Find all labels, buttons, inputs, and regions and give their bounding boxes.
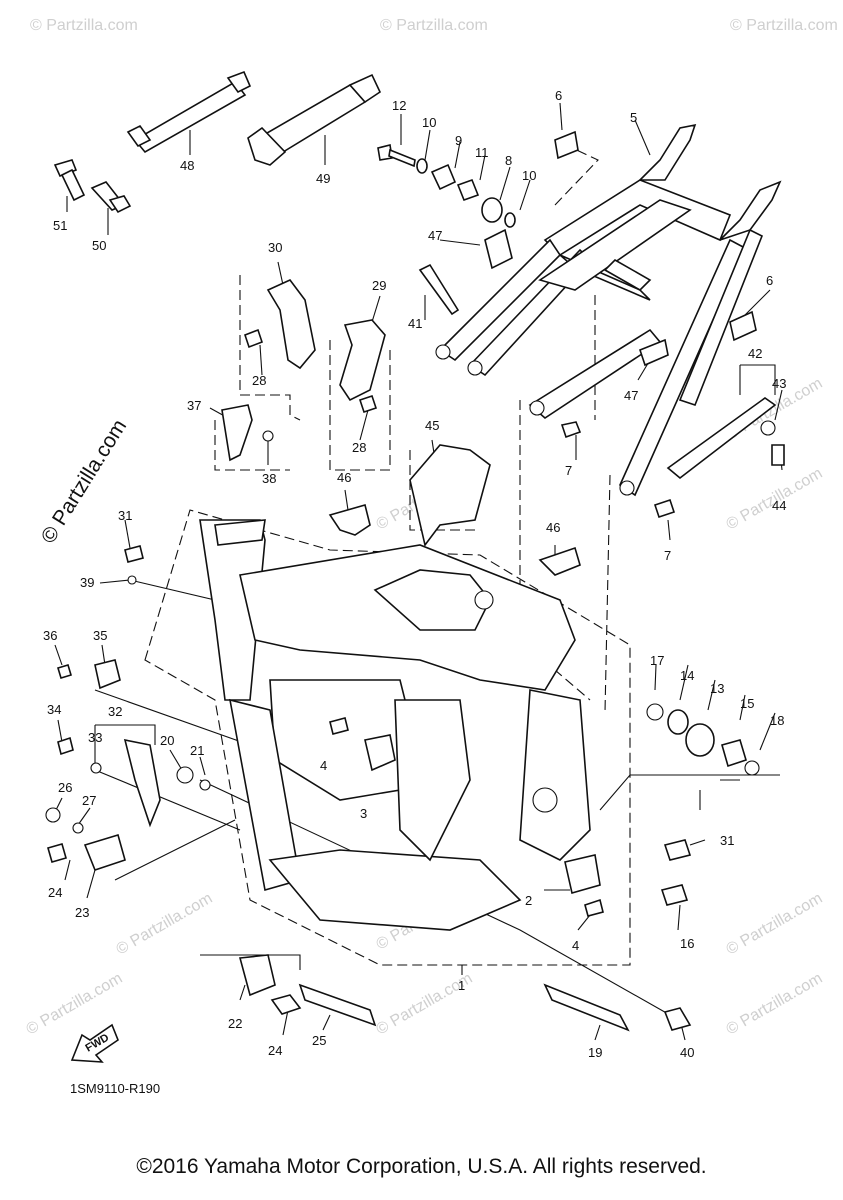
callout-21: 21 bbox=[190, 743, 204, 758]
cable-tie-41 bbox=[418, 263, 460, 316]
callout-19: 19 bbox=[588, 1045, 602, 1060]
callout-28: 28 bbox=[252, 373, 266, 388]
callout-10: 10 bbox=[522, 168, 536, 183]
callout-28: 28 bbox=[352, 440, 366, 455]
callout-12: 12 bbox=[392, 98, 406, 113]
rear-mount-hardware bbox=[377, 144, 516, 228]
callout-13: 13 bbox=[710, 681, 724, 696]
copyright-footer: ©2016 Yamaha Motor Corporation, U.S.A. A… bbox=[136, 1155, 707, 1178]
watermark-tile: © Partzilla.com bbox=[724, 890, 826, 959]
callout-51: 51 bbox=[53, 218, 67, 233]
lower-hardware bbox=[238, 954, 692, 1032]
bracket-30 bbox=[266, 279, 316, 370]
callout-46: 46 bbox=[337, 470, 351, 485]
callout-38: 38 bbox=[262, 471, 276, 486]
callout-24: 24 bbox=[268, 1043, 282, 1058]
callout-5: 5 bbox=[630, 110, 637, 125]
engine-mount-parts bbox=[646, 703, 760, 906]
watermark-tile: © Partzilla.com bbox=[730, 17, 838, 34]
bolt-7 bbox=[560, 421, 676, 519]
callout-14: 14 bbox=[680, 668, 694, 683]
callout-4: 4 bbox=[572, 938, 579, 953]
callout-6: 6 bbox=[555, 88, 562, 103]
callout-32: 32 bbox=[108, 704, 122, 719]
tool-48-wrench bbox=[126, 70, 252, 154]
callout-34: 34 bbox=[47, 702, 61, 717]
watermark-tile: © Partzilla.com bbox=[380, 17, 488, 34]
clamp-47 bbox=[484, 228, 669, 367]
callout-46: 46 bbox=[546, 520, 560, 535]
callout-31: 31 bbox=[118, 508, 132, 523]
callout-31: 31 bbox=[720, 833, 734, 848]
callout-8: 8 bbox=[505, 153, 512, 168]
callout-9: 9 bbox=[455, 133, 462, 148]
callout-15: 15 bbox=[740, 696, 754, 711]
callout-50: 50 bbox=[92, 238, 106, 253]
callout-18: 18 bbox=[770, 713, 784, 728]
callout-23: 23 bbox=[75, 905, 89, 920]
callout-30: 30 bbox=[268, 240, 282, 255]
callout-4: 4 bbox=[320, 758, 327, 773]
callout-11: 11 bbox=[475, 145, 489, 160]
callout-labels: 1 2 3 4 4 5 6 6 7 7 8 9 10 10 11 12 13 1… bbox=[43, 88, 786, 1060]
cover-45 bbox=[409, 444, 491, 547]
callout-40: 40 bbox=[680, 1045, 694, 1060]
center-hardware bbox=[329, 717, 604, 917]
clip-37 bbox=[221, 404, 274, 462]
callout-49: 49 bbox=[316, 171, 330, 186]
callout-47: 47 bbox=[624, 388, 638, 403]
left-hardware bbox=[45, 545, 211, 871]
label-plates bbox=[554, 130, 757, 342]
callout-27: 27 bbox=[82, 793, 96, 808]
diagram-code: 1SM9110-R190 bbox=[70, 1081, 160, 1096]
callout-20: 20 bbox=[160, 733, 174, 748]
callout-6: 6 bbox=[766, 273, 773, 288]
callout-47: 47 bbox=[428, 228, 442, 243]
brand-watermark: © Partzilla.com bbox=[37, 415, 131, 547]
side-bracket-42 bbox=[666, 397, 785, 480]
callout-26: 26 bbox=[58, 780, 72, 795]
callout-48: 48 bbox=[180, 158, 194, 173]
callout-1: 1 bbox=[458, 978, 465, 993]
callout-33: 33 bbox=[88, 730, 102, 745]
bolt-50 bbox=[90, 181, 132, 214]
bolt-28 bbox=[243, 328, 378, 414]
watermark-tile: © Partzilla.com bbox=[724, 970, 826, 1039]
callout-3: 3 bbox=[360, 806, 367, 821]
callout-17: 17 bbox=[650, 653, 664, 668]
bolt-51 bbox=[53, 159, 86, 202]
callout-7: 7 bbox=[565, 463, 572, 478]
callout-42: 42 bbox=[748, 346, 762, 361]
callout-45: 45 bbox=[425, 418, 439, 433]
callout-39: 39 bbox=[80, 575, 94, 590]
callout-7: 7 bbox=[664, 548, 671, 563]
callout-2: 2 bbox=[525, 893, 532, 908]
bracket-29 bbox=[339, 319, 386, 402]
callout-22: 22 bbox=[228, 1016, 242, 1031]
callout-43: 43 bbox=[772, 376, 786, 391]
callout-35: 35 bbox=[93, 628, 107, 643]
callout-16: 16 bbox=[680, 936, 694, 951]
damper-46 bbox=[328, 504, 581, 576]
callout-36: 36 bbox=[43, 628, 57, 643]
callout-29: 29 bbox=[372, 278, 386, 293]
watermark-tile: © Partzilla.com bbox=[114, 890, 216, 959]
main-frame bbox=[199, 519, 591, 931]
callout-41: 41 bbox=[408, 316, 422, 331]
callout-44: 44 bbox=[772, 498, 786, 513]
tool-49-socket-driver bbox=[247, 73, 382, 166]
callout-24: 24 bbox=[48, 885, 62, 900]
fwd-arrow-icon: FWD bbox=[70, 1023, 119, 1063]
callout-25: 25 bbox=[312, 1033, 326, 1048]
callout-10: 10 bbox=[422, 115, 436, 130]
callout-37: 37 bbox=[187, 398, 201, 413]
watermark-tile: © Partzilla.com bbox=[30, 17, 138, 34]
